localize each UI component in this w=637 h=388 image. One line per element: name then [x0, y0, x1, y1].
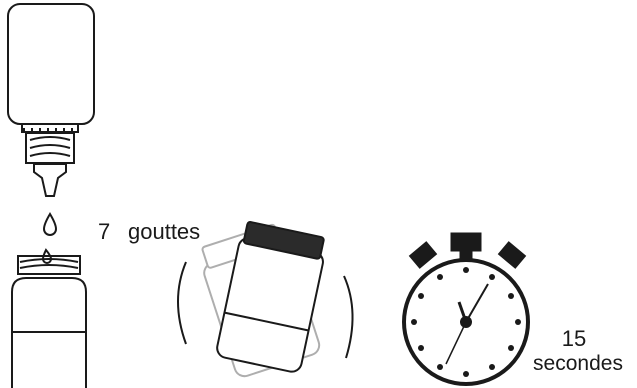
vial-icon — [12, 250, 86, 388]
timer-label: 15 secondes — [533, 326, 623, 375]
timer-count: 15 — [562, 326, 586, 351]
shaking-vial-icon — [178, 221, 353, 379]
drops-label: 7 gouttes — [98, 219, 200, 244]
stopwatch-icon — [404, 234, 528, 384]
drop-icon — [44, 214, 56, 235]
drops-count: 7 — [98, 219, 110, 244]
drops-unit: gouttes — [128, 219, 200, 244]
timer-unit: secondes — [533, 352, 623, 375]
dropper-bottle-icon — [8, 4, 94, 196]
